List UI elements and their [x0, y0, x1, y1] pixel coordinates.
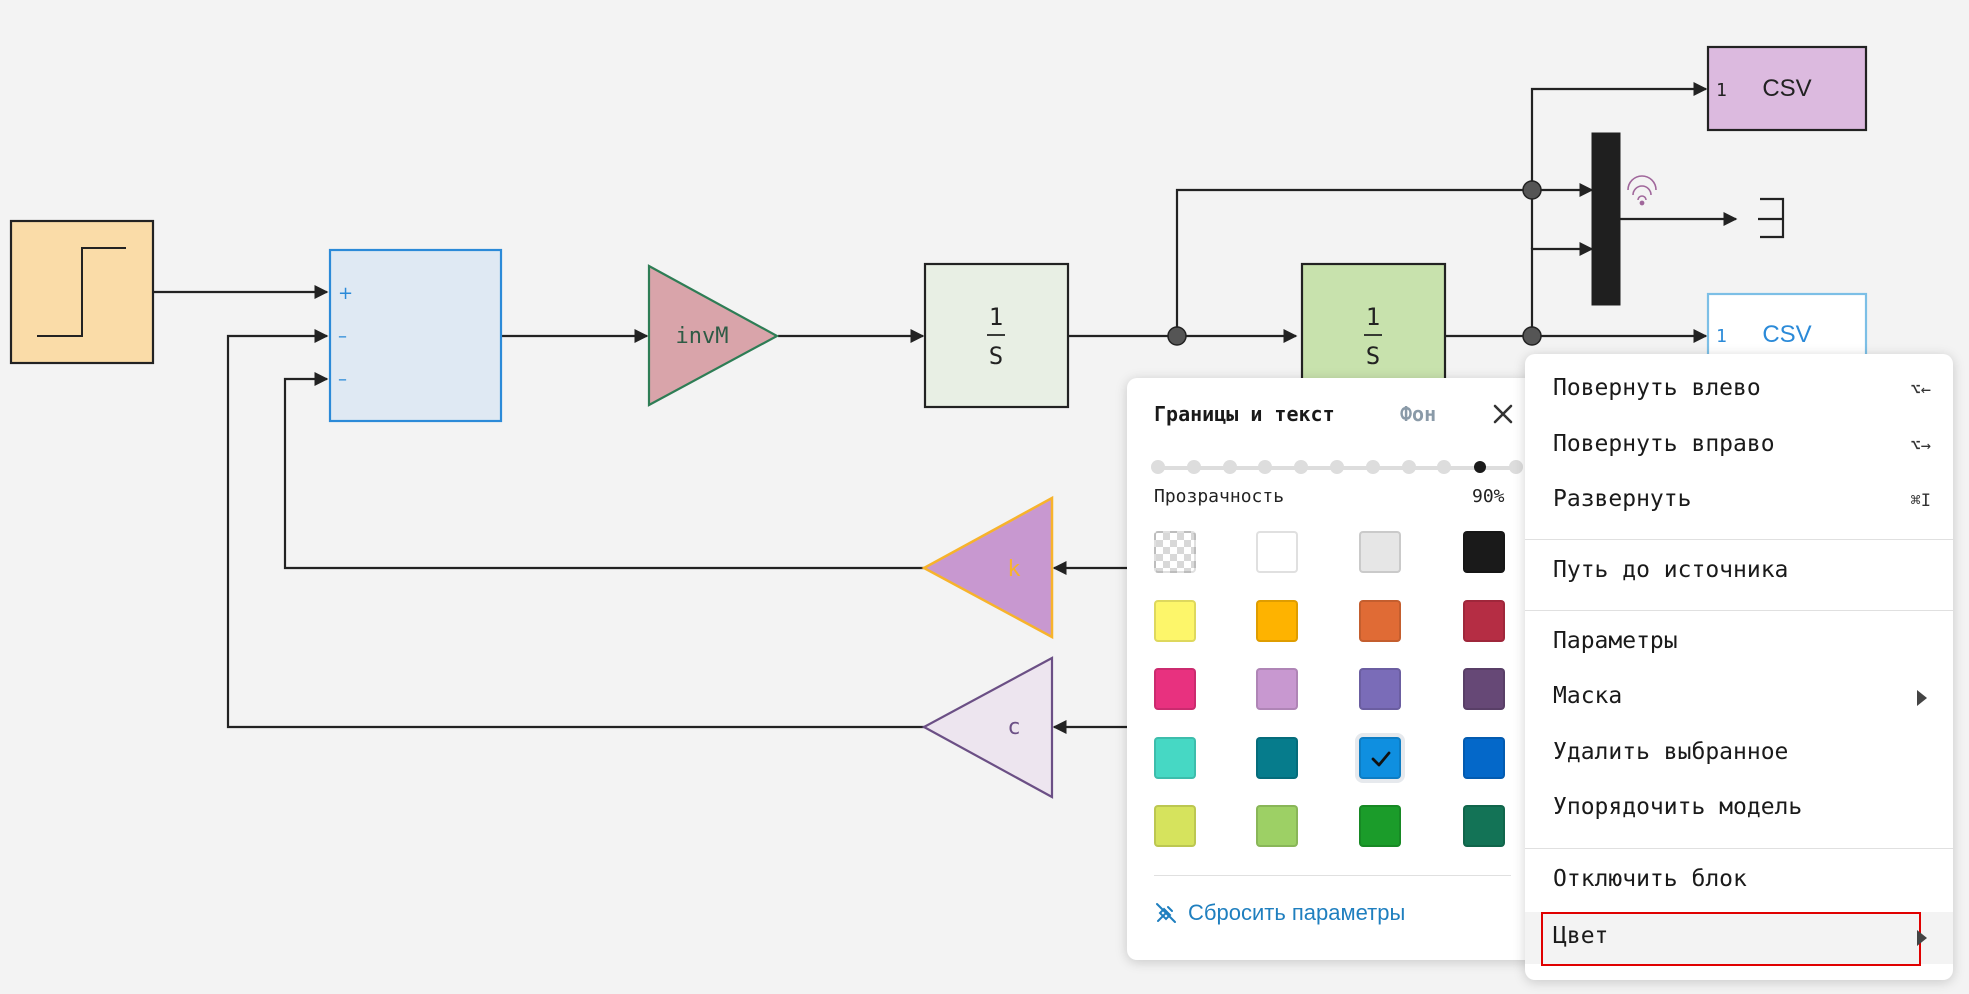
color-swatch[interactable] [1463, 599, 1505, 642]
csv-bottom-label: CSV [1762, 321, 1811, 348]
opacity-slider-tick[interactable] [1365, 460, 1380, 474]
menu-item-rotate-right[interactable]: Повернуть вправо ⌥→ [1525, 420, 1953, 472]
opacity-slider-tick[interactable] [1186, 460, 1201, 474]
close-button[interactable] [1485, 396, 1521, 432]
menu-item-color[interactable]: Цвет [1525, 912, 1953, 966]
color-swatch[interactable] [1359, 668, 1401, 710]
junction-dots [1167, 180, 1542, 346]
submenu-arrow-icon [1917, 930, 1927, 946]
csv-top-label: CSV [1762, 75, 1811, 102]
gain-invm-label: invM [676, 324, 729, 349]
menu-item-label: Путь до источника [1553, 557, 1789, 583]
opacity-slider-tick[interactable] [1330, 460, 1344, 474]
color-swatch[interactable] [1359, 599, 1401, 642]
sum-block[interactable]: + – – [328, 248, 503, 423]
menu-item-shortcut: ⌥← [1910, 380, 1931, 400]
color-swatch[interactable] [1256, 736, 1298, 779]
color-swatch[interactable] [1256, 805, 1298, 847]
step-block[interactable] [9, 219, 155, 365]
submenu-arrow-icon [1917, 690, 1927, 706]
opacity-slider-tick[interactable] [1151, 460, 1165, 474]
menu-item-label: Параметры [1553, 628, 1678, 654]
integrator-block-1[interactable]: 1 S [923, 262, 1070, 409]
opacity-slider-tick[interactable] [1258, 460, 1273, 474]
color-swatch[interactable] [1463, 668, 1505, 710]
wifi-icon [1627, 175, 1657, 206]
menu-item-mask[interactable]: Маска [1525, 672, 1953, 724]
sum-sign-minus-1: – [338, 326, 347, 347]
color-swatch-transparent[interactable] [1154, 531, 1196, 573]
opacity-slider-tick[interactable] [1401, 460, 1416, 474]
tab-background[interactable]: Фон [1400, 402, 1437, 426]
sum-sign-minus-2: – [338, 369, 347, 390]
color-swatch[interactable] [1359, 736, 1401, 779]
opacity-label: Прозрачность [1154, 486, 1285, 507]
csv-top-port-number: 1 [1716, 80, 1727, 101]
menu-item-label: Повернуть вправо [1553, 431, 1775, 457]
menu-separator [1525, 610, 1953, 611]
color-swatch[interactable] [1359, 805, 1401, 847]
menu-item-path-to-source[interactable]: Путь до источника [1525, 546, 1953, 598]
terminator-block[interactable] [1758, 197, 1785, 239]
opacity-slider-tick[interactable] [1222, 460, 1237, 474]
signal-lines [153, 82, 1738, 734]
popup-divider [1154, 875, 1511, 876]
color-swatch[interactable] [1154, 736, 1196, 779]
close-icon [1493, 404, 1513, 424]
gain-c-block[interactable]: c [921, 656, 1054, 799]
opacity-slider-tick[interactable] [1437, 460, 1452, 474]
tab-borders-and-text[interactable]: Границы и текст [1154, 402, 1335, 426]
reset-parameters-label: Сбросить параметры [1188, 900, 1406, 925]
reset-brush-icon [1156, 903, 1176, 923]
color-swatch[interactable] [1154, 599, 1196, 642]
menu-item-disable-block[interactable]: Отключить блок [1525, 855, 1953, 907]
menu-item-label: Развернуть [1553, 486, 1692, 512]
sum-sign-plus: + [338, 283, 353, 304]
menu-item-flip[interactable]: Развернуть ⌘I [1525, 475, 1953, 527]
menu-item-arrange-model[interactable]: Упорядочить модель [1525, 783, 1953, 835]
integrator-2-denominator: S [1366, 342, 1380, 370]
menu-item-label: Удалить выбранное [1553, 739, 1789, 765]
color-swatch[interactable] [1256, 531, 1298, 573]
menu-separator [1525, 848, 1953, 849]
csv-output-block-top[interactable]: 1 CSV [1706, 45, 1868, 132]
gain-c-label: c [1007, 715, 1020, 740]
color-swatch[interactable] [1463, 531, 1505, 573]
menu-item-rotate-left[interactable]: Повернуть влево ⌥← [1525, 364, 1953, 416]
csv-bottom-port-number: 1 [1716, 326, 1727, 347]
menu-item-label: Отключить блок [1553, 866, 1747, 892]
integrator-1-numerator: 1 [989, 303, 1003, 331]
opacity-slider-tick[interactable] [1509, 460, 1523, 474]
mux-block[interactable] [1591, 132, 1621, 306]
gain-k-block[interactable]: k [921, 495, 1054, 640]
reset-parameters-button[interactable]: Сбросить параметры [1154, 898, 1405, 928]
integrator-1-denominator: S [989, 342, 1003, 370]
gain-k-label: k [1007, 557, 1020, 582]
checkmark-icon [1371, 751, 1391, 766]
menu-item-shortcut: ⌘I [1910, 491, 1931, 511]
menu-item-label: Повернуть влево [1553, 375, 1761, 401]
color-swatch[interactable] [1359, 531, 1401, 573]
menu-item-label: Цвет [1553, 923, 1609, 949]
color-swatch[interactable] [1463, 805, 1505, 847]
gain-invm-block[interactable]: invM [647, 264, 780, 407]
menu-item-label: Маска [1553, 683, 1623, 709]
opacity-slider-tick[interactable] [1294, 460, 1309, 474]
color-swatch[interactable] [1463, 736, 1505, 779]
step-icon [37, 247, 126, 337]
context-menu: Повернуть влево ⌥← Повернуть вправо ⌥→ Р… [1525, 354, 1953, 980]
color-popup: Границы и текст Фон Прозрачность 90% Сбр… [1127, 378, 1537, 960]
menu-separator [1525, 539, 1953, 540]
menu-item-parameters[interactable]: Параметры [1525, 617, 1953, 669]
integrator-2-numerator: 1 [1366, 303, 1380, 331]
menu-item-label: Упорядочить модель [1553, 794, 1803, 820]
menu-item-delete-selected[interactable]: Удалить выбранное [1525, 728, 1953, 780]
opacity-slider-thumb[interactable] [1474, 461, 1487, 473]
opacity-value: 90% [1472, 486, 1505, 507]
menu-item-shortcut: ⌥→ [1910, 436, 1931, 456]
color-swatch[interactable] [1154, 668, 1196, 710]
color-swatch[interactable] [1256, 668, 1298, 710]
color-swatch[interactable] [1154, 805, 1196, 847]
color-swatch[interactable] [1256, 599, 1298, 642]
